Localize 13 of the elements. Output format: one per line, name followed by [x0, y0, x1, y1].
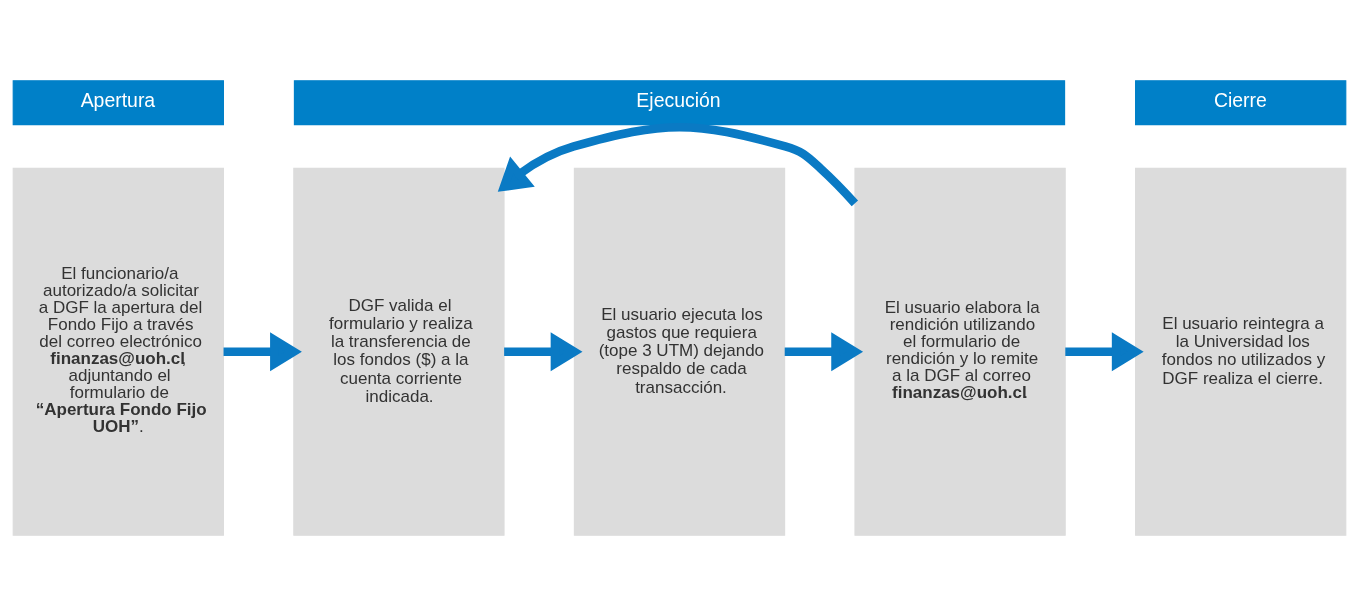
node-box: Ejecución	[293, 80, 1066, 126]
arrow	[497, 122, 859, 207]
arrow	[223, 332, 302, 372]
node-box: El funcionario/a autorizado/a solicitar a DGF la apertura del Fondo Fijo a través del correo electrónico finanzas@uoh.cl, adjuntando el formulario de “Apertura Fondo Fijo UOH”.	[12, 167, 224, 536]
arrow	[784, 332, 864, 372]
arrow	[1065, 332, 1144, 372]
node-box: El usuario elabora la rendición utilizando el formulario de rendición y lo remite a la DGF al correo finanzas@uoh.cl.	[854, 167, 1066, 536]
node-box: Apertura	[12, 80, 224, 126]
node-box: El usuario ejecuta los gastos que requiera (tope 3 UTM) dejando respaldo de cada transacción.	[573, 167, 786, 536]
node-box: DGF valida el formulario y realiza la transferencia de los fondos ($) a la cuenta corriente indicada.	[293, 167, 505, 536]
arrow	[504, 332, 583, 372]
node-box: El usuario reintegra a la Universidad los fondos no utilizados y DGF realiza el cierre.	[1135, 167, 1347, 536]
node-box: Cierre	[1135, 80, 1347, 126]
